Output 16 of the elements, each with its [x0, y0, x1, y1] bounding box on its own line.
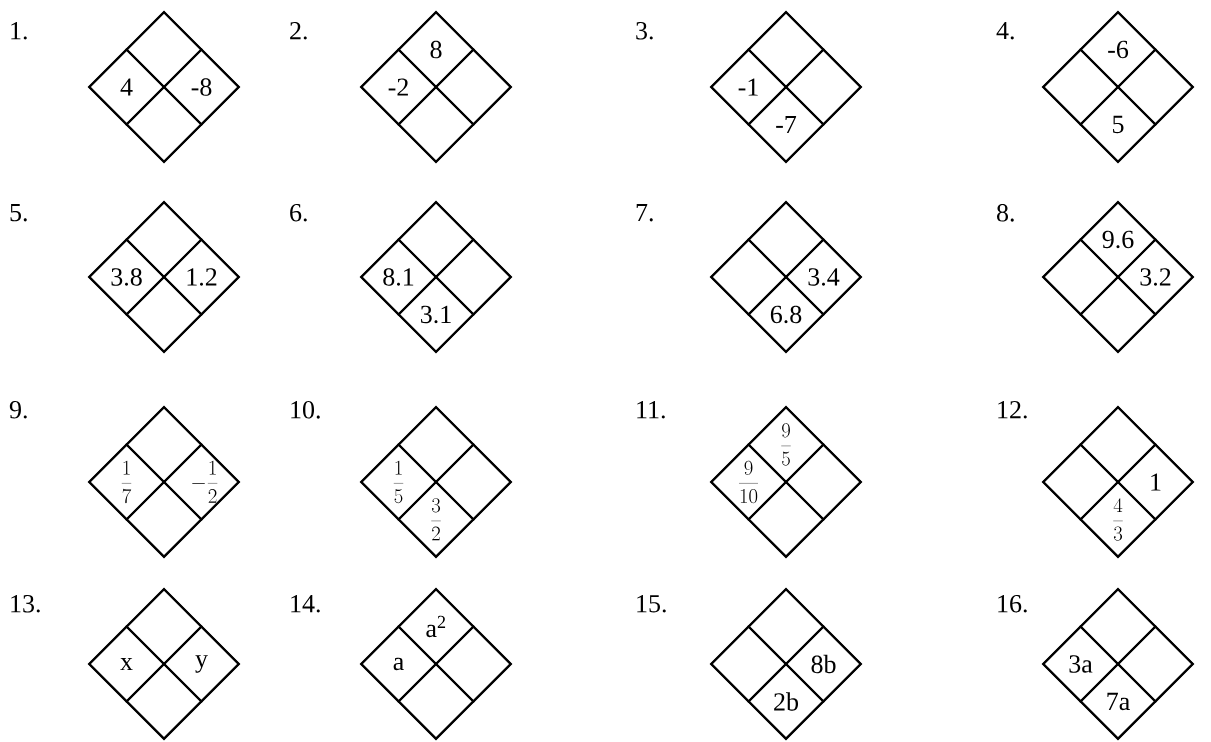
problem-number: 7.: [636, 204, 653, 222]
problem-number: 11.: [637, 401, 665, 419]
problem-number: 1.: [11, 22, 27, 40]
problem-number: 15.: [637, 595, 666, 613]
problem-number: 4.: [996, 22, 1014, 40]
problem-number: 10.: [291, 401, 320, 419]
problem-number: 3.: [636, 22, 653, 40]
problem-number: 5.: [10, 204, 27, 222]
problem-number: 8.: [997, 204, 1014, 222]
problem-number: 13.: [11, 595, 40, 613]
problem-number: 6.: [290, 204, 307, 222]
problem-number: 14.: [291, 595, 320, 613]
problem-number: 12.: [998, 401, 1027, 419]
problem-number: 16.: [998, 595, 1027, 613]
problem-number: 2.: [290, 22, 307, 40]
problem-number: 9.: [9, 401, 27, 419]
